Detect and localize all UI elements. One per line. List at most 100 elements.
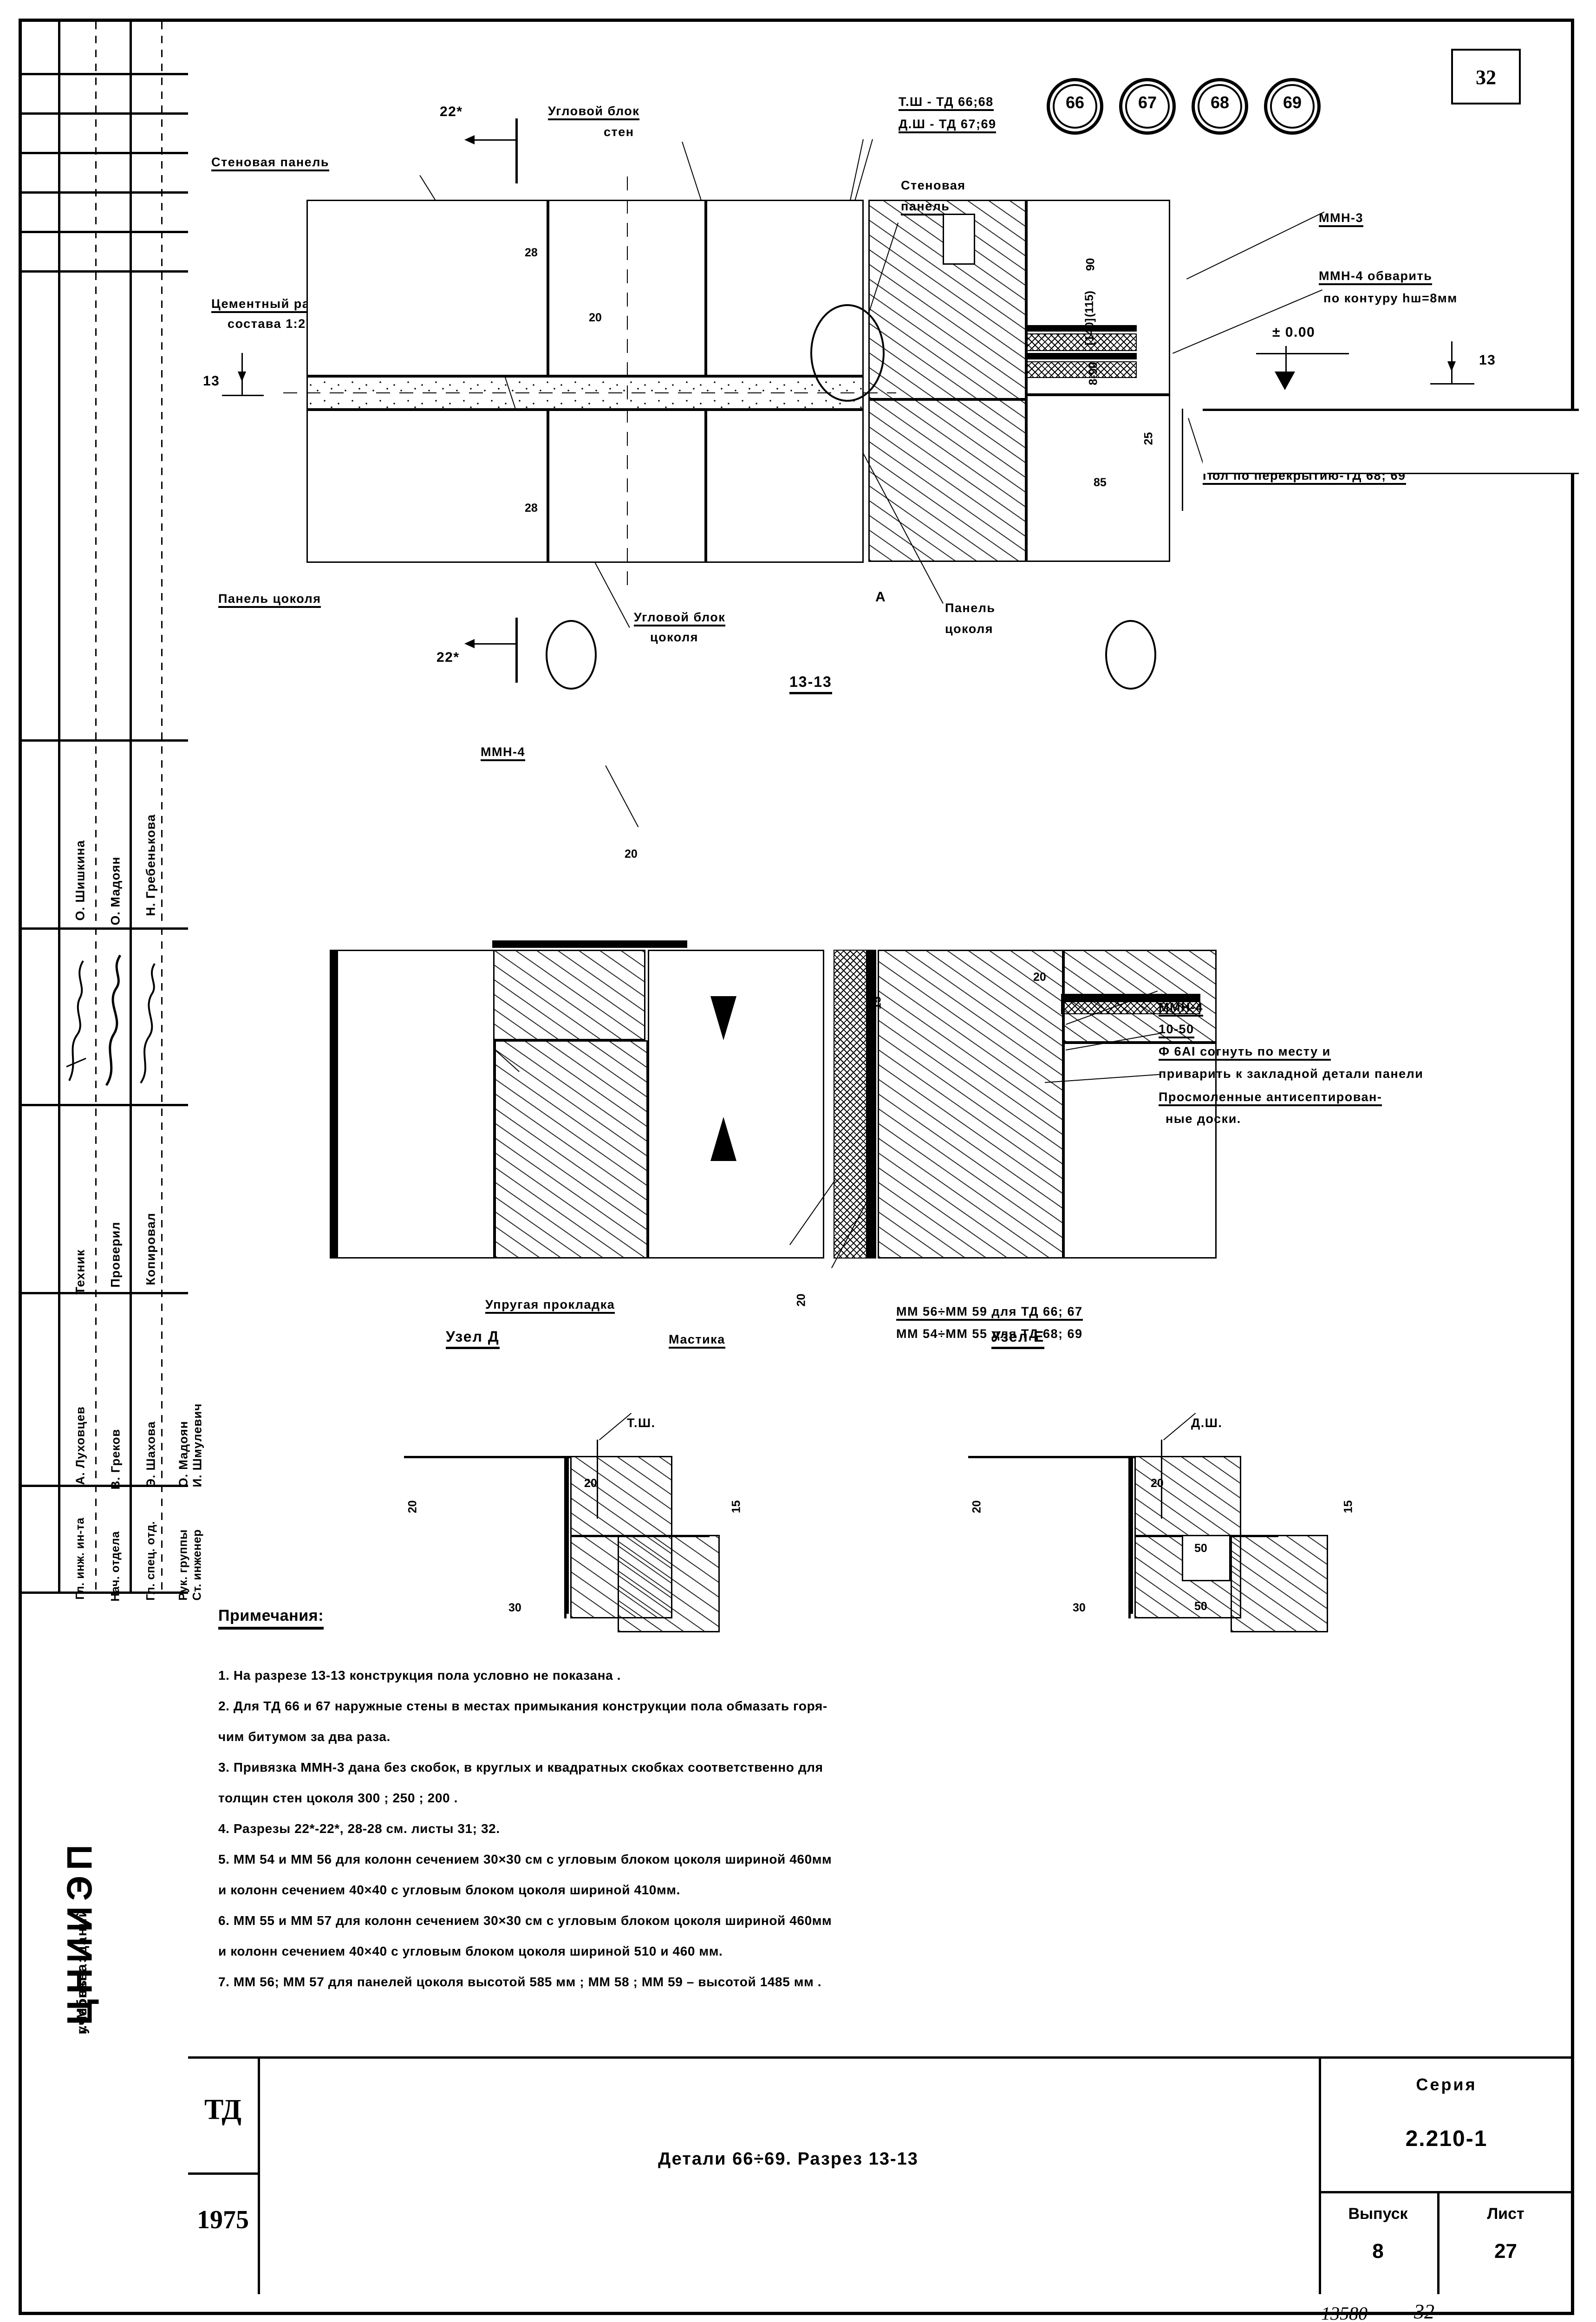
detail-circle-label: 67 [1138, 93, 1157, 112]
plan-plinth-panel-lower [306, 410, 548, 563]
detail-circle-66 [1047, 78, 1103, 135]
label-size-10-50: 10-50 [1159, 1023, 1194, 1039]
detail-left-shell [334, 950, 495, 1259]
node-d-dim-20-h: 20 [584, 1477, 597, 1490]
label-corner-block-plinth-1: Угловой блок [634, 611, 726, 627]
label-mmn-4-weld-2: по контуру hш=8мм [1323, 291, 1458, 305]
drawing-title: Детали 66÷69. Разрез 13-13 [658, 2149, 919, 2169]
label-wall-panel-right-1: Стеновая [901, 178, 966, 192]
section-13-13: 66 67 68 69 Стеновая панель Угловой блок… [0, 0, 1596, 697]
note-item: 3. Привязка ММН-3 дана без скобок, в кру… [218, 1760, 823, 1774]
label-plinth-panel-right-1: Панель [945, 601, 996, 615]
issue-label: Выпуск [1348, 2205, 1408, 2223]
node-e-recess [1182, 1535, 1231, 1581]
node-e-dim-20-h: 20 [1151, 1477, 1164, 1490]
dim-20-a: 20 [625, 848, 638, 861]
node-e-dim-30: 30 [1073, 1601, 1086, 1614]
node-d-dim-30: 30 [508, 1601, 521, 1614]
label-corner-block-walls-1: Угловой блок [548, 104, 640, 121]
callout-circle-left [546, 620, 597, 690]
title-block: ТД 1975 Детали 66÷69. Разрез 13-13 Серия… [188, 2056, 1574, 2294]
label-plinth-panel-right-2: цоколя [945, 622, 993, 636]
issue-value: 8 [1372, 2240, 1384, 2263]
detail-circle-69 [1264, 78, 1321, 135]
steel-plate-right [1061, 994, 1200, 1001]
node-e-panel-hatched-lower [1231, 1535, 1328, 1632]
mark-13-left: 13 [203, 373, 220, 389]
detail-circle-67 [1119, 78, 1176, 135]
axis-line-vertical [627, 176, 628, 585]
node-d-title: Узел Д [446, 1328, 500, 1349]
steel-plate-mmn3-b [1025, 353, 1137, 359]
label-mmn4-top: ММН-4 [481, 745, 525, 762]
year: 1975 [197, 2205, 249, 2234]
note-item: 5. ММ 54 и ММ 56 для колонн сечением 30×… [218, 1852, 832, 1866]
label-dsh: Д.Ш - ТД 67;69 [899, 117, 997, 134]
section-inner-pocket [943, 214, 975, 265]
sheet-value: 27 [1494, 2240, 1517, 2263]
page-number: 32 [1476, 66, 1496, 89]
td-mark: ТД [204, 2094, 242, 2126]
sheet-border [19, 19, 1574, 2315]
note-item: 4. Разрезы 22*-22*, 28-28 см. листы 31; … [218, 1821, 500, 1836]
note-item: 7. ММ 56; ММ 57 для панелей цоколя высот… [218, 1975, 822, 1989]
label-node-e-dsh: Д.Ш. [1191, 1416, 1223, 1430]
detail-circle-69-inner [1270, 84, 1315, 129]
bottom-code-2: 32 [1414, 2300, 1434, 2322]
section-plinth-panel-hatched [868, 399, 1026, 562]
label-cement-mortar-2: состава 1:2 [228, 317, 306, 331]
node-d-panel-hatched-lower [618, 1535, 720, 1632]
plan-wall-panel-upper [306, 200, 548, 376]
label-mm-range-2: ММ 54÷ММ 55 для ТД 68; 69 [896, 1327, 1083, 1341]
trapezoid-key-lower [710, 1117, 736, 1161]
page-number-box: 32 [1451, 49, 1521, 104]
label-boards-2: ные доски. [1166, 1112, 1241, 1126]
callout-circle-right [1105, 620, 1156, 690]
note-item: 1. На разрезе 13-13 конструкция пола усл… [218, 1668, 621, 1683]
signature [100, 951, 127, 1094]
detail-right-panel [878, 950, 1063, 1259]
notes-heading: Примечания: [218, 1607, 324, 1630]
label-level-000: ± 0.00 [1272, 325, 1316, 340]
detail-circle-68 [1192, 78, 1248, 135]
detail-circle-66-inner [1053, 84, 1097, 129]
detail-left-block-lower [495, 1040, 648, 1259]
series-value: 2.210-1 [1405, 2126, 1488, 2151]
steel-plate-mmn3 [1025, 325, 1137, 332]
label-wall-panel: Стеновая панель [211, 156, 329, 172]
ground-slab-right [1203, 409, 1574, 474]
label-mm-range-1: ММ 56÷ММ 59 для ТД 66; 67 [896, 1305, 1083, 1321]
note-item: толщин стен цоколя 300 ; 250 ; 200 . [218, 1791, 458, 1805]
mark-22-top: 22* [440, 104, 463, 119]
dim-20-left: 20 [589, 311, 602, 324]
steel-plate-left [330, 950, 338, 1259]
label-mastic: Мастика [669, 1333, 725, 1349]
label-mmn-3: ММН-3 [1319, 211, 1363, 228]
section-column-lower [1026, 395, 1170, 562]
weld-hatch-1 [1025, 333, 1137, 351]
note-item: 2. Для ТД 66 и 67 наружные стены в места… [218, 1699, 827, 1713]
arrow-head [238, 372, 246, 382]
elastic-gasket-block [834, 950, 867, 1259]
steel-plate-top [492, 940, 687, 948]
node-e-left-block [996, 1456, 1131, 1618]
mastic-strip [867, 950, 876, 1259]
detail-circle-label: 68 [1210, 93, 1230, 112]
mark-13-right: 13 [1479, 352, 1496, 368]
plan-right-plinth-run [706, 410, 864, 563]
trapezoid-key-upper [710, 996, 736, 1040]
dim-85: 85 [1094, 476, 1107, 489]
label-point-a: А [875, 589, 886, 605]
note-item: 6. ММ 55 и ММ 57 для колонн сечением 30×… [218, 1913, 832, 1928]
label-plinth-panel: Панель цоколя [218, 592, 321, 608]
dim-28-lower: 28 [525, 502, 538, 515]
signature [135, 960, 162, 1094]
label-corner-block-walls-2: стен [604, 125, 634, 139]
bottom-code: 13580 [1321, 2303, 1368, 2322]
weld-hatch-right [1061, 1001, 1200, 1014]
node-e-dim-50-b: 50 [1194, 1600, 1207, 1613]
label-corner-block-plinth-2: цоколя [650, 630, 698, 644]
note-item: чим битумом за два раза. [218, 1729, 391, 1744]
node-e-detail: Узел Е Д.Ш. 20 20 15 30 50 50 [0, 1324, 1596, 1632]
